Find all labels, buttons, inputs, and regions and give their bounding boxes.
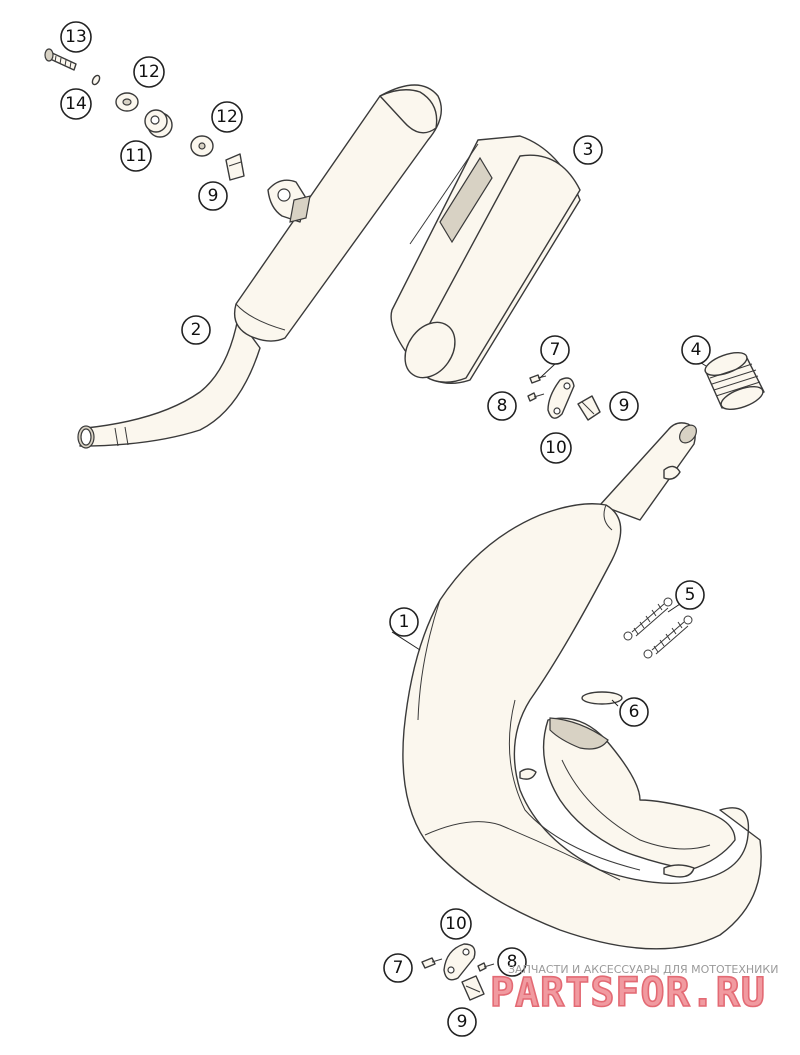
middle-fasteners	[527, 374, 601, 421]
svg-text:9: 9	[457, 1012, 468, 1032]
callout-2: 2	[181, 315, 211, 345]
callouts: 1 2 3 4 5 6 7 7 8 8 9 9 9 10 10 11 12 12…	[60, 21, 711, 1037]
callout-5: 5	[675, 580, 705, 610]
callout-13: 13	[60, 21, 92, 53]
upper-fasteners	[44, 48, 245, 181]
heat-shield-part-3	[390, 135, 581, 384]
svg-text:13: 13	[65, 27, 87, 47]
svg-text:10: 10	[445, 914, 467, 934]
svg-text:7: 7	[550, 340, 561, 360]
svg-text:1: 1	[399, 612, 410, 632]
callout-12-upper: 12	[133, 56, 165, 88]
callout-8-lower: 8	[497, 947, 527, 977]
lower-fasteners	[421, 943, 495, 1001]
svg-text:14: 14	[65, 94, 87, 114]
svg-text:4: 4	[691, 340, 702, 360]
callout-9-lower: 9	[447, 1007, 477, 1037]
o-ring-part-6	[581, 691, 623, 705]
rubber-sleeve-part-4	[704, 351, 765, 411]
callout-7-lower: 7	[383, 953, 413, 983]
springs-part-5	[623, 597, 693, 659]
svg-text:6: 6	[629, 702, 640, 722]
svg-text:9: 9	[208, 186, 219, 206]
expansion-chamber-part-1	[402, 422, 762, 950]
callout-7-middle: 7	[540, 335, 570, 365]
svg-text:12: 12	[216, 107, 238, 127]
callout-8-middle: 8	[487, 391, 517, 421]
watermark-brand: PARTSFOR.RU	[490, 970, 766, 1016]
callout-6: 6	[619, 697, 649, 727]
callout-9-upper: 9	[198, 181, 228, 211]
svg-text:12: 12	[138, 62, 160, 82]
svg-text:11: 11	[125, 146, 147, 166]
callout-11: 11	[120, 140, 152, 172]
svg-text:3: 3	[583, 140, 594, 160]
svg-text:5: 5	[685, 585, 696, 605]
svg-text:8: 8	[497, 396, 508, 416]
svg-text:10: 10	[545, 438, 567, 458]
callout-10-middle: 10	[540, 432, 572, 464]
watermark: ЗАПЧАСТИ И АКСЕССУАРЫ ДЛЯ МОТОТЕХНИКИ PA…	[489, 963, 778, 1017]
callout-9-middle: 9	[609, 391, 639, 421]
callout-14: 14	[60, 88, 92, 120]
svg-text:8: 8	[507, 952, 518, 972]
silencer-part-2	[77, 84, 442, 449]
svg-text:2: 2	[191, 320, 202, 340]
callout-3: 3	[573, 135, 603, 165]
callout-12-lower: 12	[211, 101, 243, 133]
watermark-tagline: ЗАПЧАСТИ И АКСЕССУАРЫ ДЛЯ МОТОТЕХНИКИ	[508, 963, 778, 976]
callout-1: 1	[389, 607, 419, 637]
callout-10-lower: 10	[440, 908, 472, 940]
svg-text:7: 7	[393, 958, 404, 978]
svg-text:9: 9	[619, 396, 630, 416]
callout-4: 4	[681, 335, 711, 365]
